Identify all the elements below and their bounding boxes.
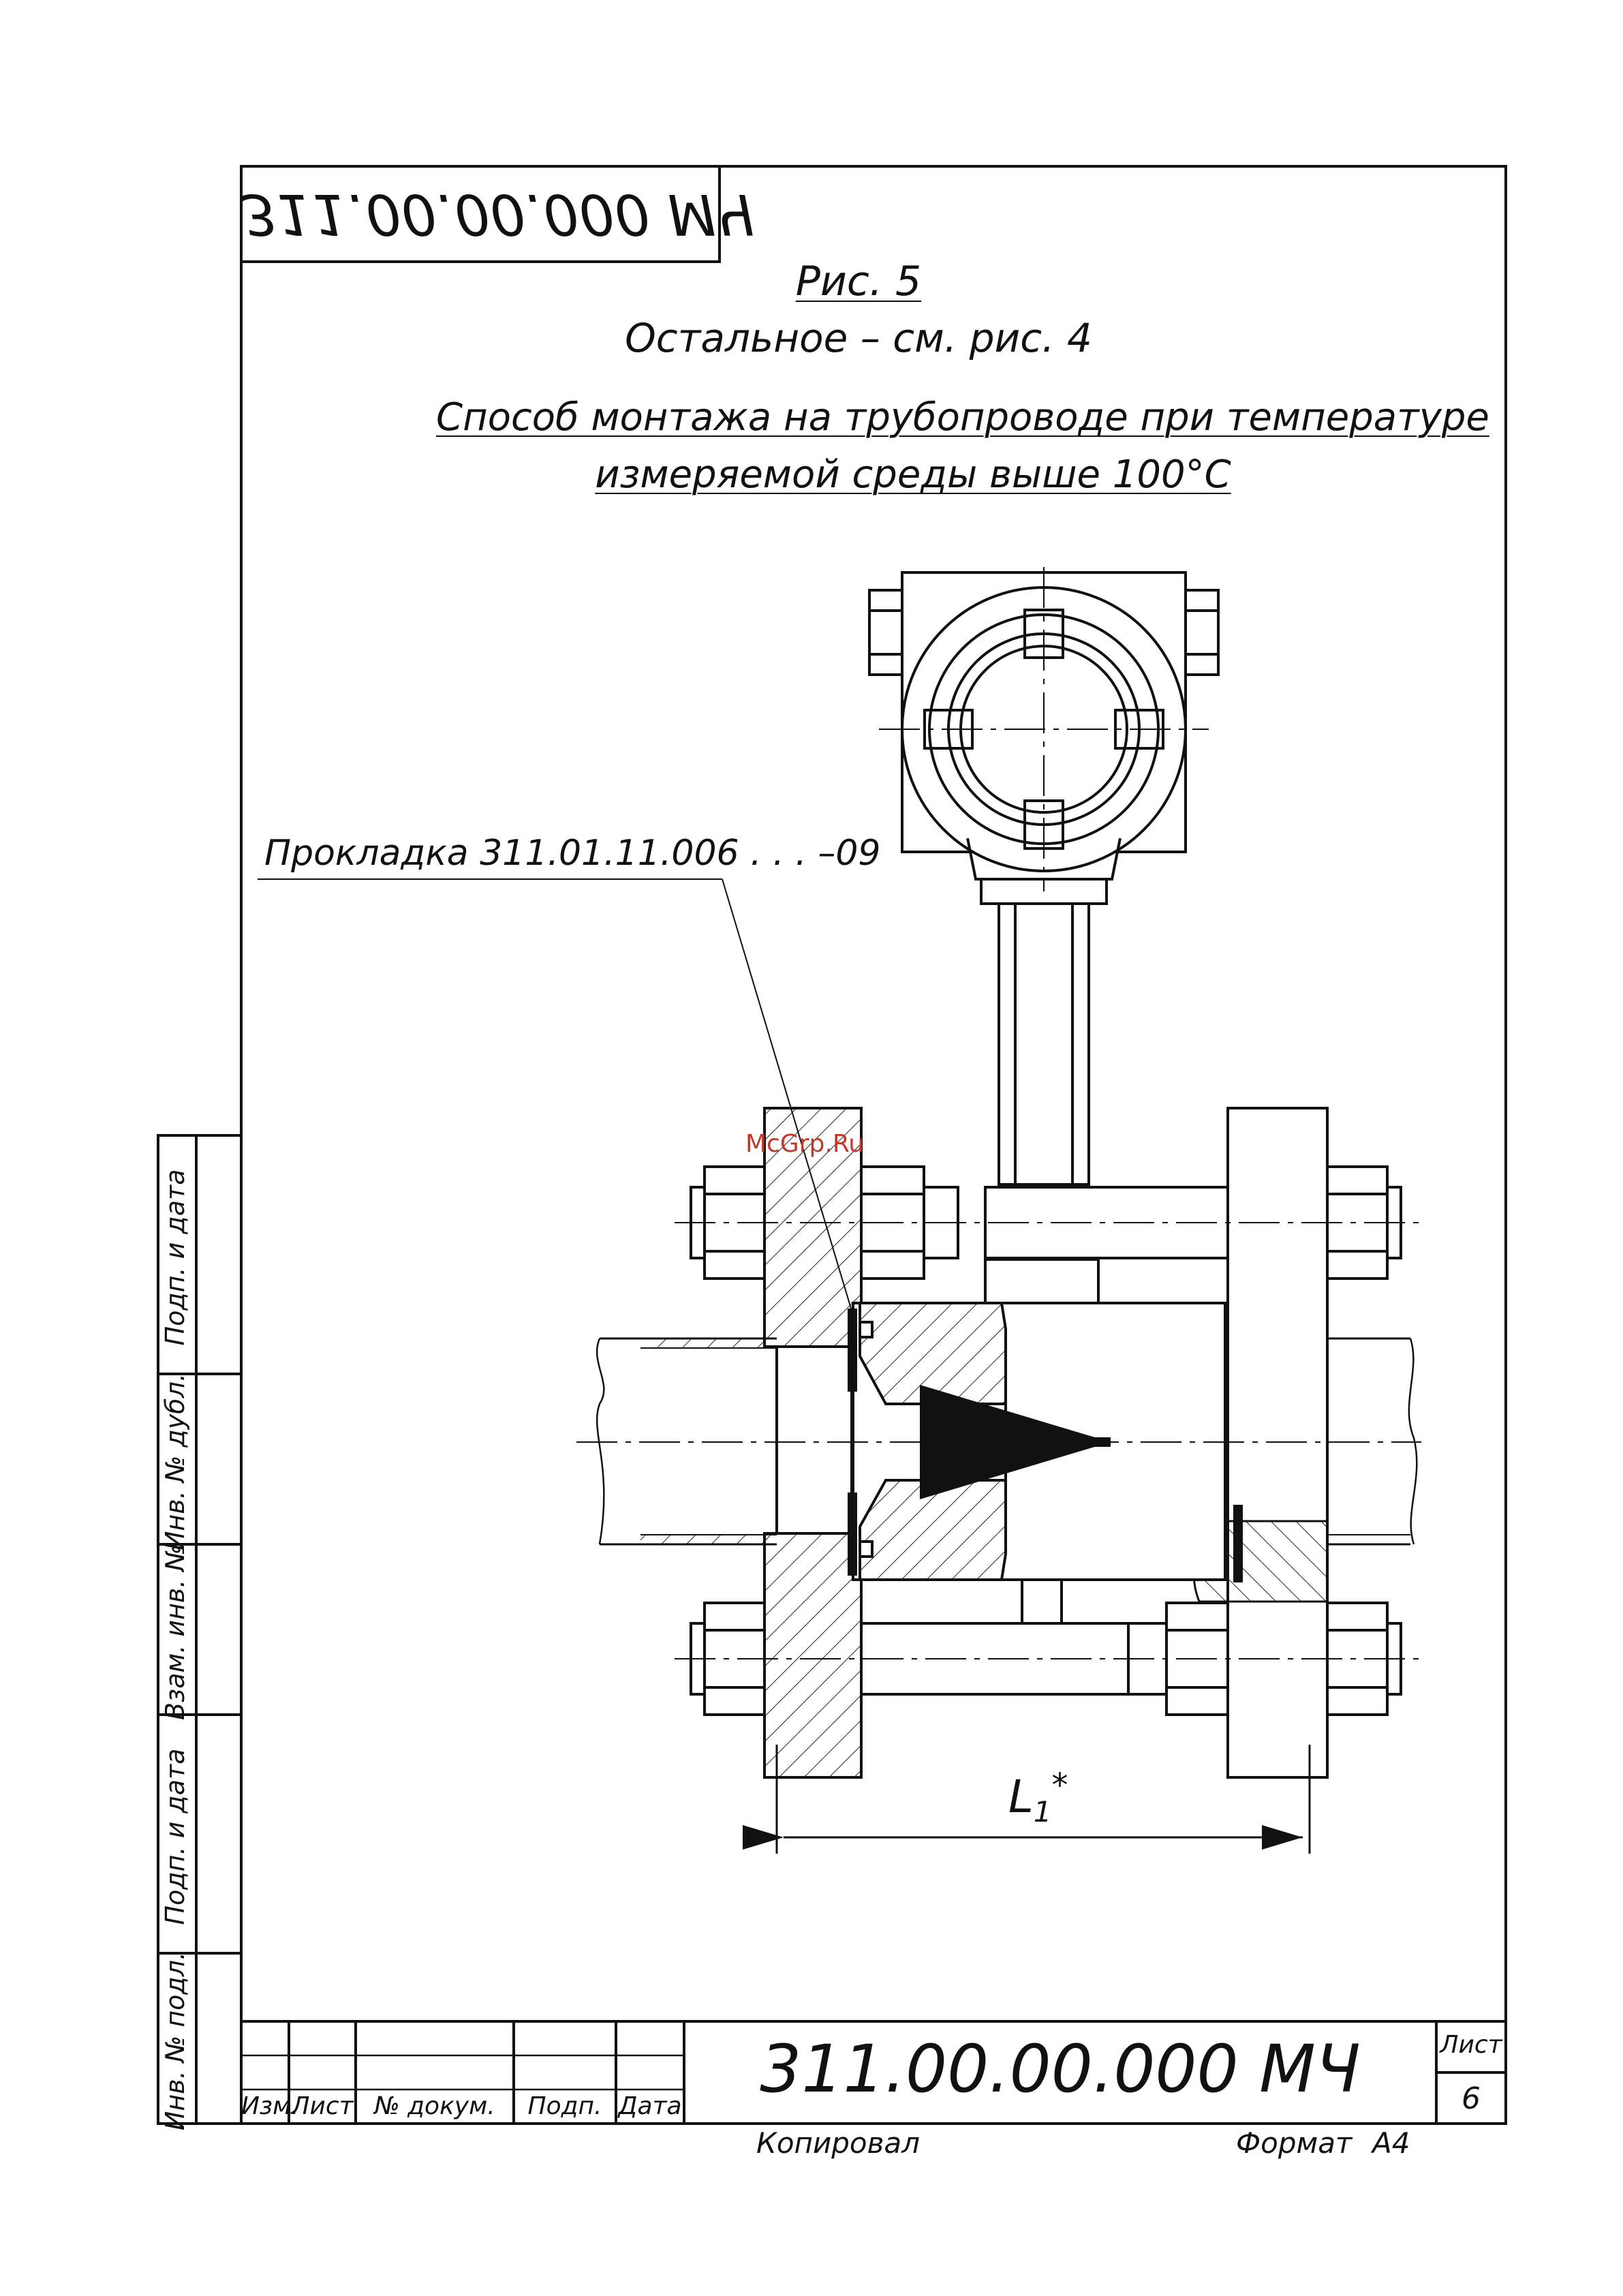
dimension-subscript: 1 [1033,1795,1052,1829]
drawing-title-line2: измеряемой среды выше 100°С [595,453,1231,497]
tb-header-doc-no: № докум. [374,2092,495,2120]
dimension-label: L1* [1008,1766,1104,1828]
gasket-label: Прокладка 311.01.11.006 . . . –09 [264,833,881,874]
dimension-letter: L [1008,1771,1034,1823]
footer-format-label: Формат [1236,2126,1352,2160]
tb-header-sheet: Лист [291,2092,354,2120]
footer-copied: Копировал [756,2126,920,2160]
side-stamp-sign-date-2: Подп. и дата [160,1748,190,1925]
watermark: McGrp.Ru [745,1130,865,1158]
side-stamp-replace-inv: Взам. инв. № [160,1544,190,1721]
footer-format-value: А4 [1372,2126,1410,2160]
figure-note: Остальное – см. рис. 4 [625,315,1092,361]
figure-label: Рис. 5 [795,258,922,305]
side-stamp-sign-date-1: Подп. и дата [160,1169,190,1346]
dimension-mark: * [1051,1766,1068,1805]
side-stamp-frame [157,1134,243,2125]
mirrored-code-box [240,165,721,263]
tb-sheet-number: 6 [1462,2081,1481,2116]
tb-sheet-label: Лист [1440,2031,1502,2059]
side-stamp-orig-inv: Инв. № подл. [160,1951,190,2131]
mirrored-document-code: 311.00.00.000 МЧ [241,181,754,246]
drawing-title-line1: Способ монтажа на трубопроводе при темпе… [436,395,1489,440]
tb-header-change: Изм. [241,2092,299,2120]
tb-header-date: Дата [618,2092,682,2120]
title-block-code: 311.00.00.000 МЧ [760,2031,1361,2107]
tb-header-signature: Подп. [527,2092,602,2120]
